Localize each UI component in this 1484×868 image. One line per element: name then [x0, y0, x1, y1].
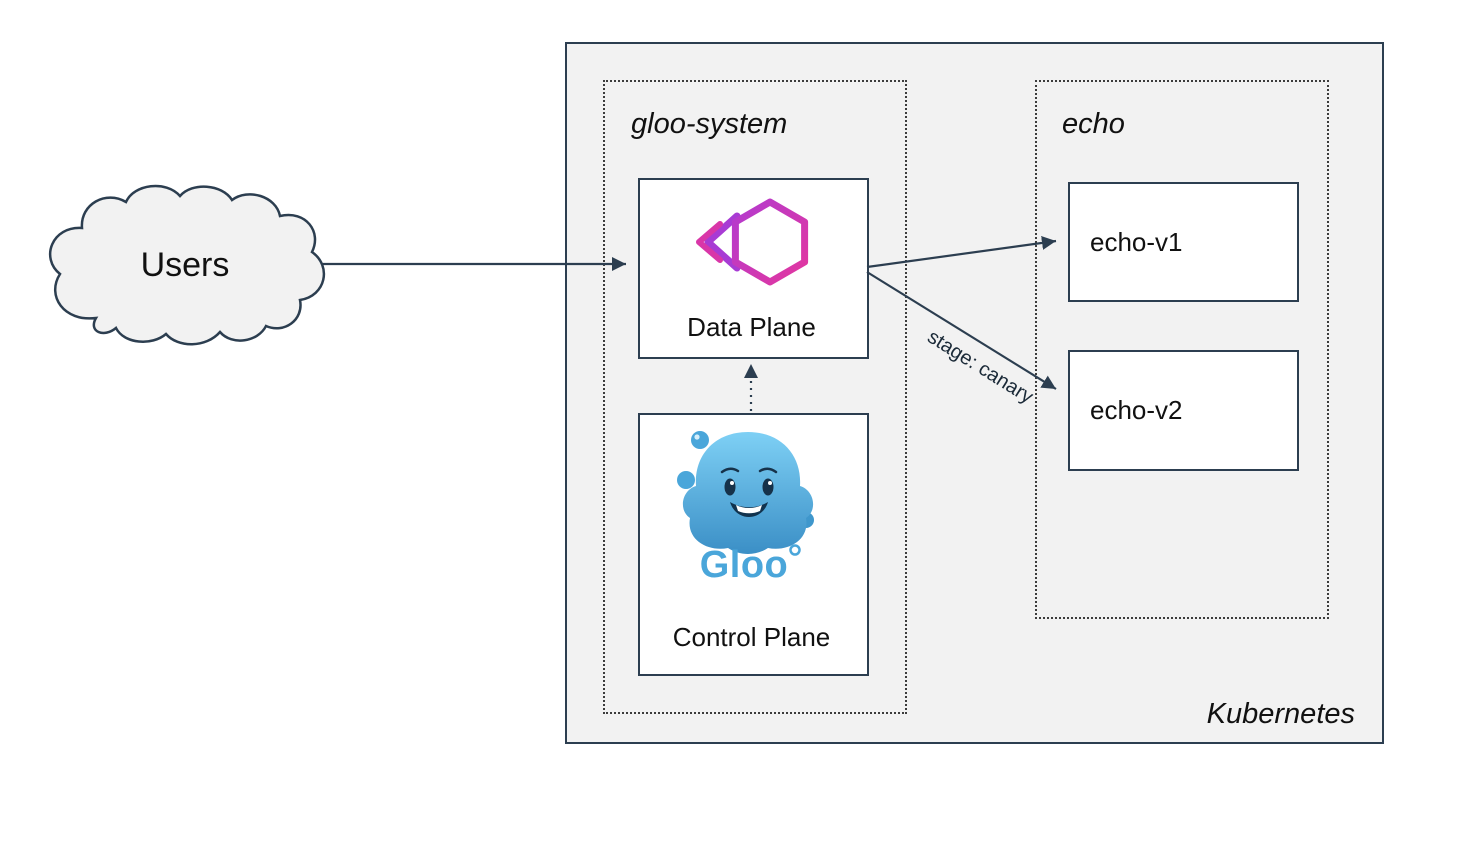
- echo-v2-label: echo-v2: [1090, 395, 1183, 425]
- kubernetes-label: Kubernetes: [1206, 698, 1355, 730]
- users-label: Users: [140, 246, 230, 284]
- namespace-echo-label: echo: [1062, 108, 1125, 140]
- data-plane-label: Data Plane: [687, 312, 816, 342]
- echo-v2-node-box: [1068, 350, 1299, 471]
- control-plane-label: Control Plane: [672, 622, 831, 652]
- echo-v1-node-box: [1068, 182, 1299, 302]
- echo-v1-label: echo-v1: [1090, 227, 1183, 257]
- namespace-gloo-system-label: gloo-system: [631, 108, 788, 140]
- namespace-gloo-system-box: [603, 80, 907, 714]
